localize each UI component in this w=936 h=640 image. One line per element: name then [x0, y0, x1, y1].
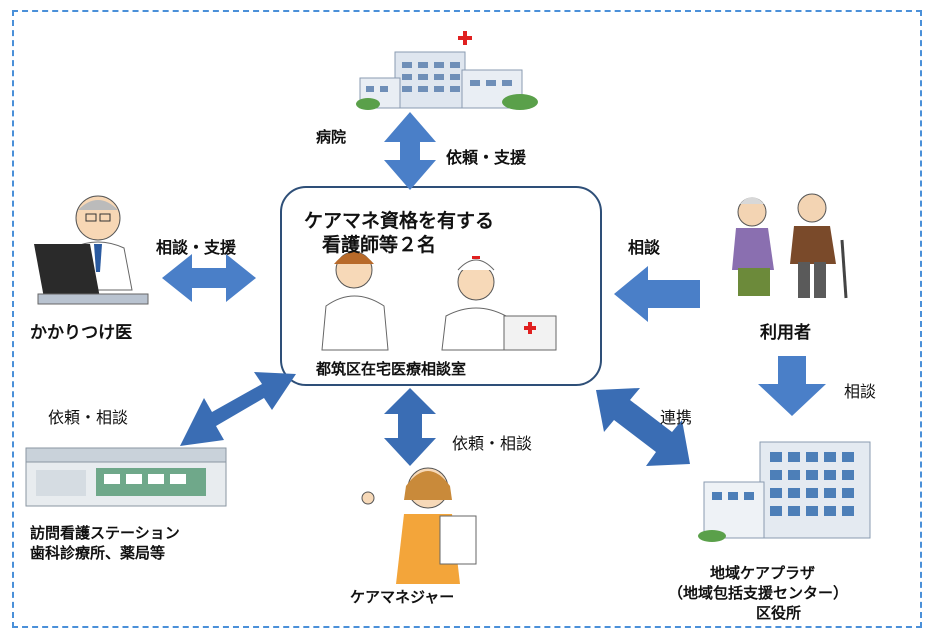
edge-label-user-plaza: 相談 [844, 382, 877, 401]
visiting-label-line1: 訪問看護ステーション [30, 524, 180, 542]
hospital-label: 病院 [316, 128, 347, 146]
plaza-label-line3: 区役所 [756, 604, 802, 622]
user-arrow [614, 266, 700, 322]
hospital-icon [356, 31, 538, 110]
user-label: 利用者 [760, 323, 811, 343]
edge-label-plaza: 連携 [660, 408, 693, 427]
visiting-label-line2: 歯科診療所、薬局等 [30, 544, 166, 562]
dashed-frame [12, 10, 922, 628]
clinic-building-icon [25, 447, 227, 507]
doctor-label: かかりつけ医 [30, 323, 133, 343]
plaza-label-line2: （地域包括支援センター） [668, 584, 849, 602]
edge-label-hospital: 依頼・支援 [446, 148, 527, 167]
elderly-users-icon [732, 193, 848, 299]
plaza-building-icon [698, 441, 871, 542]
care-manager-label: ケアマネジャー [350, 588, 455, 606]
user-plaza-arrow [758, 356, 826, 416]
doctor-icon [34, 195, 149, 305]
doctor-arrow [162, 254, 256, 302]
center-footer: 都筑区在宅医療相談室 [316, 360, 467, 378]
care-manager-icon [361, 467, 477, 584]
center-consultation-box [280, 186, 602, 386]
edge-label-user: 相談 [628, 238, 661, 257]
edge-label-doctor: 相談・支援 [156, 238, 237, 257]
plaza-arrow [596, 388, 690, 466]
edge-label-care-manager: 依頼・相談 [452, 434, 533, 453]
plaza-label-line1: 地域ケアプラザ [710, 564, 816, 582]
visiting-arrow [180, 372, 296, 446]
center-title-line2: 看護師等２名 [322, 234, 437, 256]
hospital-arrow [384, 112, 436, 190]
care-manager-arrow [384, 388, 436, 466]
edge-label-visiting: 依頼・相談 [48, 408, 129, 427]
nurses-icon [321, 251, 557, 351]
center-title-line1: ケアマネ資格を有する [304, 210, 495, 232]
